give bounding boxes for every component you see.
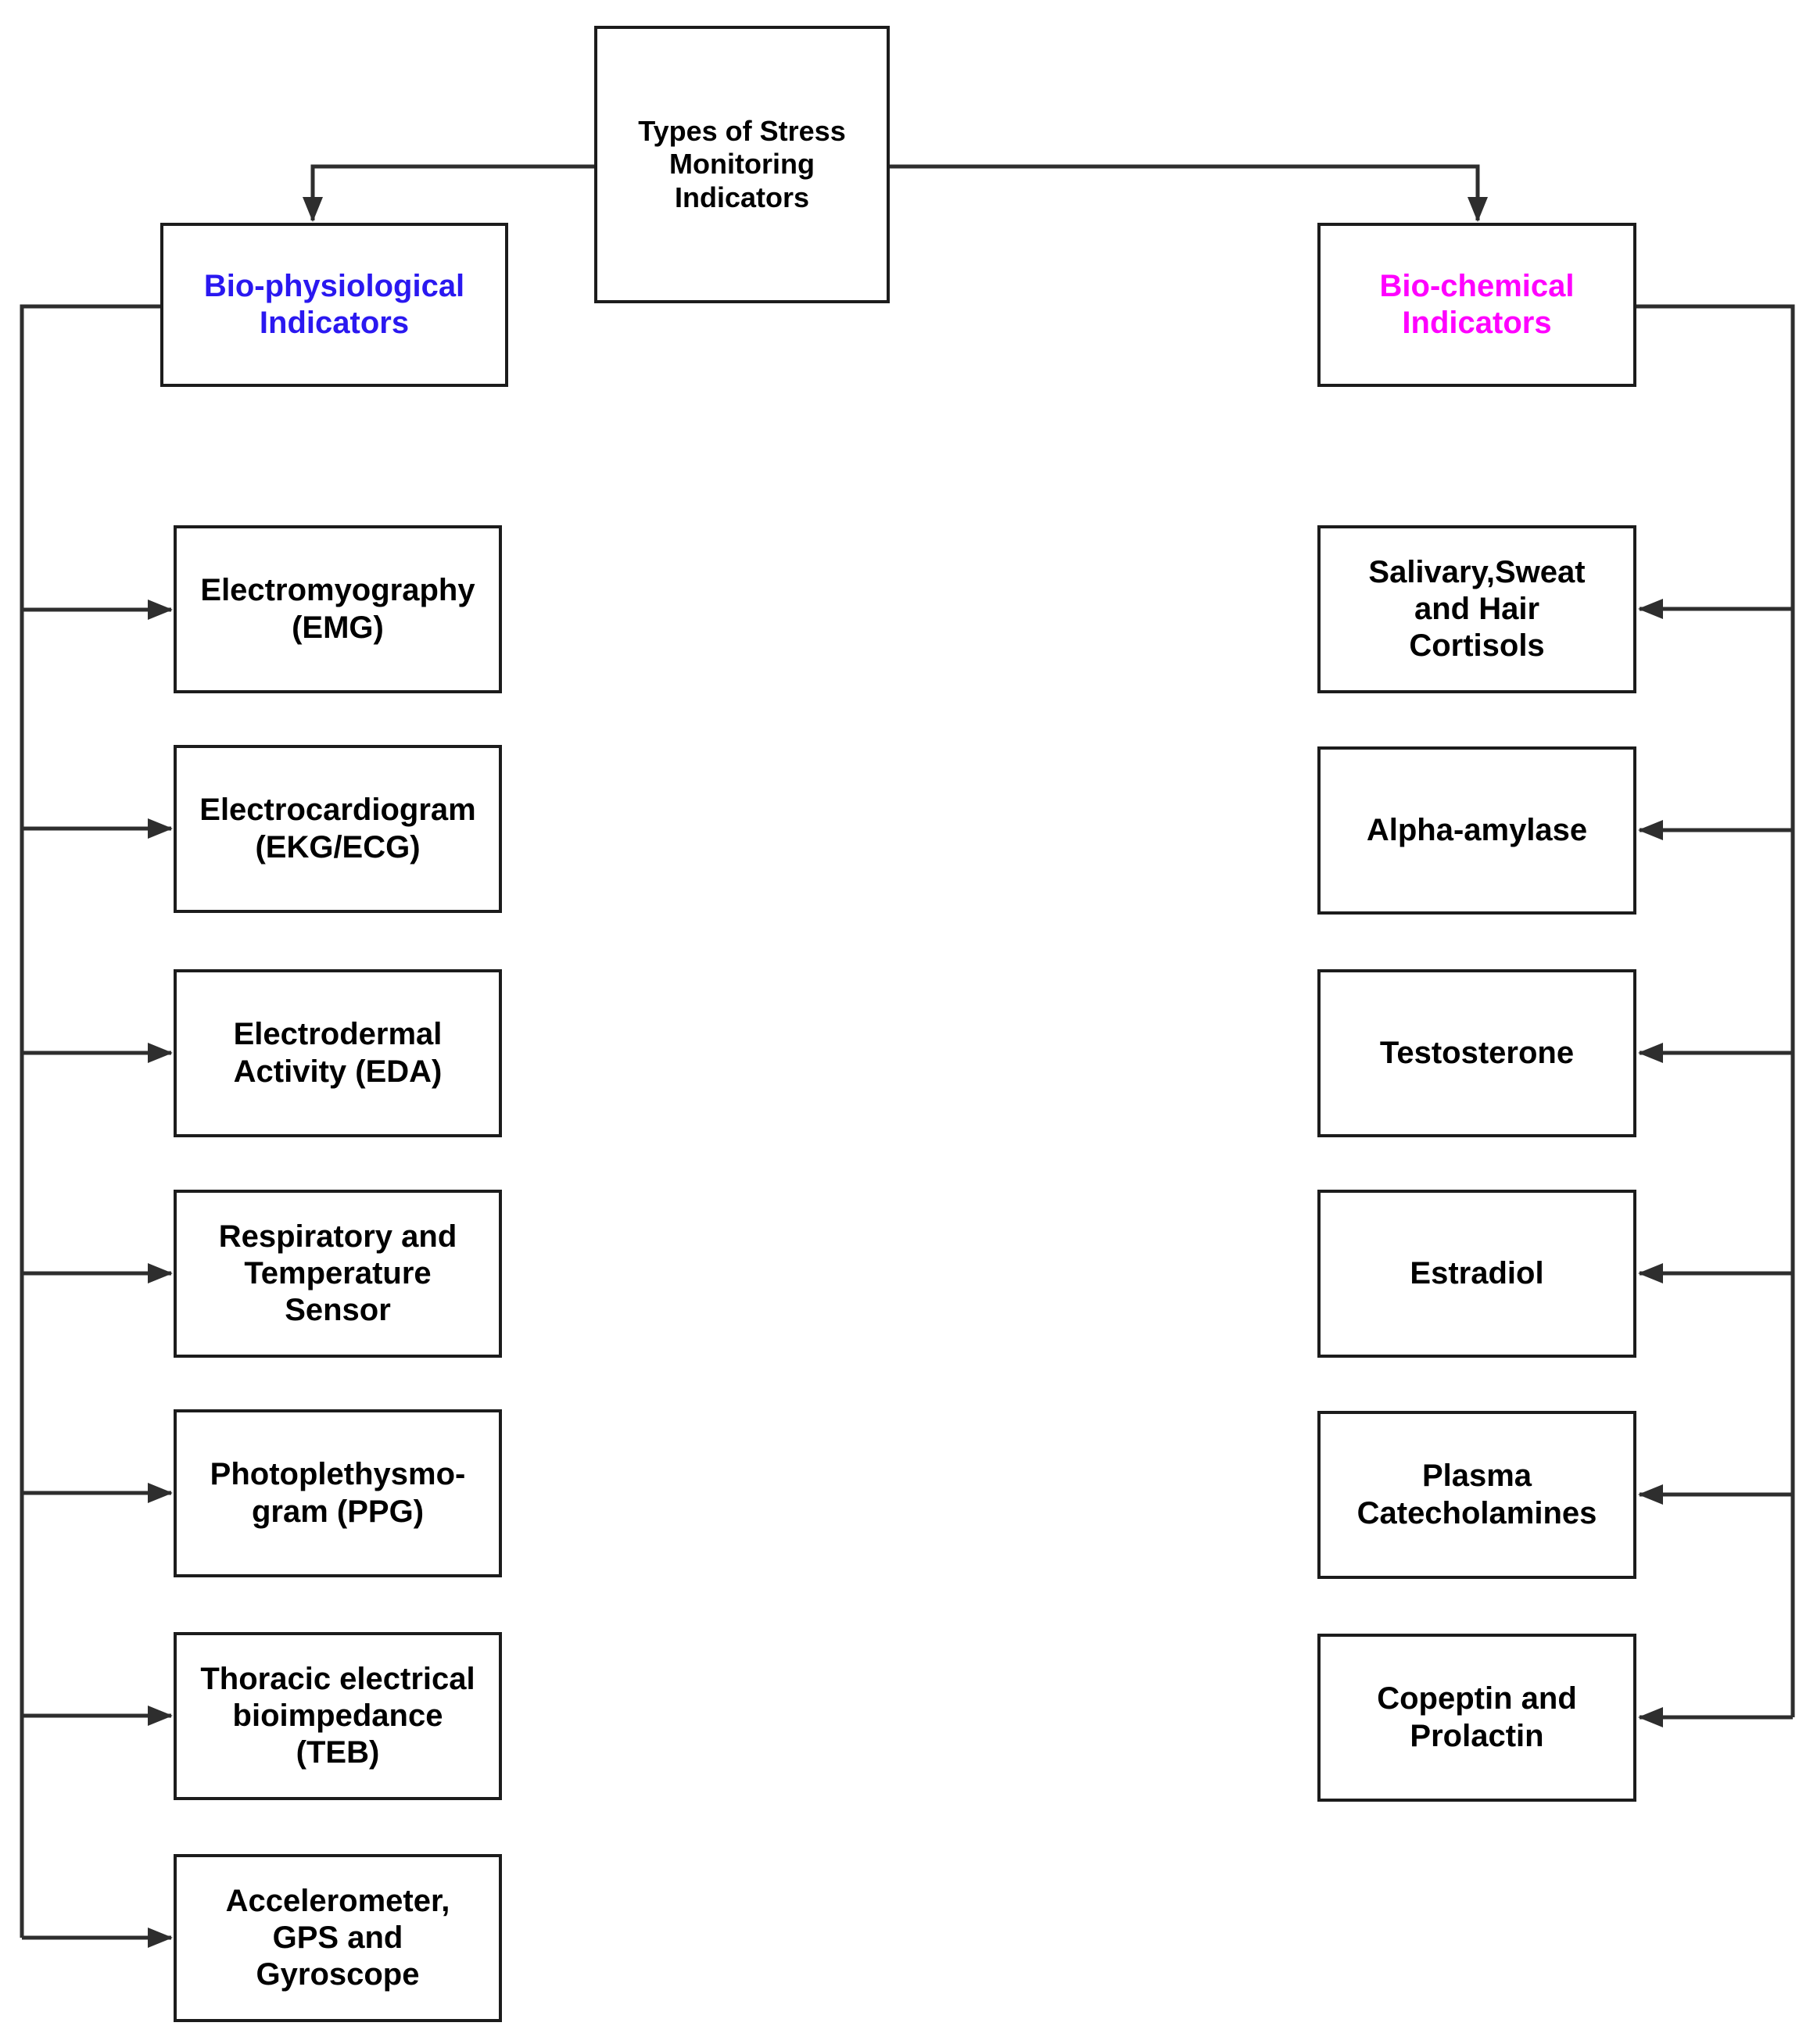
item-label: Alpha-amylase: [1366, 812, 1588, 847]
left-header-label: Bio-physiological Indicators: [203, 268, 465, 340]
item-label: Salivary,Sweat and Hair Cortisols: [1368, 554, 1586, 664]
left-item-box-respiratory: Respiratory and Temperature Sensor: [174, 1190, 502, 1358]
item-label: Respiratory and Temperature Sensor: [218, 1219, 457, 1328]
item-label: Electromyography (EMG): [200, 573, 475, 645]
right-trunk-line: [1636, 304, 1795, 1717]
item-label: Electrocardiogram (EKG/ECG): [199, 793, 476, 864]
left-item-box-eda: Electrodermal Activity (EDA): [174, 969, 502, 1137]
right-item-box-testosterone: Testosterone: [1317, 969, 1636, 1137]
item-label: Accelerometer, GPS and Gyroscope: [225, 1883, 450, 1992]
item-label: Plasma Catecholamines: [1356, 1459, 1597, 1530]
left-item-box-accelerometer: Accelerometer, GPS and Gyroscope: [174, 1854, 502, 2022]
item-label: Copeptin and Prolactin: [1377, 1681, 1577, 1753]
item-label: Photoplethysmo- gram (PPG): [210, 1457, 466, 1529]
left-item-box-teb: Thoracic electrical bioimpedance (TEB): [174, 1632, 502, 1800]
right-item-box-cortisols: Salivary,Sweat and Hair Cortisols: [1317, 525, 1636, 693]
right-item-box-estradiol: Estradiol: [1317, 1190, 1636, 1358]
right-item-box-copeptin: Copeptin and Prolactin: [1317, 1634, 1636, 1802]
right-item-box-catecholamines: Plasma Catecholamines: [1317, 1411, 1636, 1579]
item-label: Thoracic electrical bioimpedance (TEB): [200, 1661, 475, 1770]
root-box: Types of Stress Monitoring Indicators: [594, 26, 890, 303]
item-label: Estradiol: [1410, 1255, 1544, 1290]
root-to-left-connector: [303, 164, 594, 222]
left-item-box-emg: Electromyography (EMG): [174, 525, 502, 693]
left-header-box: Bio-physiological Indicators: [160, 223, 508, 387]
item-label: Electrodermal Activity (EDA): [233, 1017, 443, 1089]
right-item-box-alpha-amylase: Alpha-amylase: [1317, 746, 1636, 915]
right-header-label: Bio-chemical Indicators: [1379, 268, 1575, 340]
left-trunk-line: [20, 304, 160, 1938]
root-to-right-connector: [890, 164, 1488, 222]
right-header-box: Bio-chemical Indicators: [1317, 223, 1636, 387]
diagram-title: Types of Stress Monitoring Indicators: [638, 114, 846, 213]
left-item-box-ppg: Photoplethysmo- gram (PPG): [174, 1409, 502, 1577]
item-label: Testosterone: [1379, 1035, 1575, 1070]
left-item-box-ekg: Electrocardiogram (EKG/ECG): [174, 745, 502, 913]
